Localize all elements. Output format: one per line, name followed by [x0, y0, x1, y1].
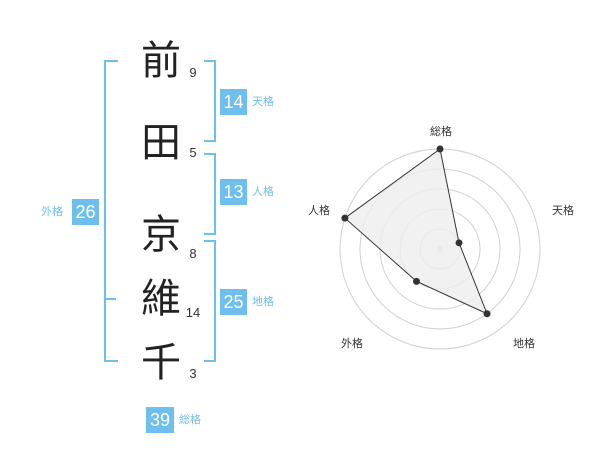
- name-char-3: 京: [141, 212, 181, 258]
- radar-label-chikaku: 地格: [513, 337, 535, 350]
- radar-point-1: [436, 145, 444, 153]
- gaikaku-value-badge: 26: [72, 199, 99, 225]
- radar-point-2: [455, 239, 463, 247]
- chikaku-bracket: [204, 240, 216, 362]
- radar-label-jinkaku: 人格: [308, 204, 330, 217]
- gaikaku-bracket: [104, 60, 118, 362]
- radar-score-polygon: [344, 148, 488, 315]
- stroke-count-4: 14: [185, 305, 201, 320]
- stroke-count-3: 8: [189, 246, 197, 261]
- tenkaku-label: 天格: [252, 95, 274, 108]
- name-char-4: 維: [141, 276, 181, 322]
- jinkaku-label: 人格: [252, 185, 274, 198]
- stroke-count-5: 3: [189, 366, 197, 381]
- tenkaku-value-badge: 14: [220, 89, 247, 115]
- radar-label-gaikaku: 外格: [341, 337, 363, 350]
- name-char-1: 前: [141, 38, 181, 84]
- radar-label-soukaku: 総格: [430, 125, 452, 138]
- chikaku-value-badge: 25: [220, 289, 247, 315]
- radar-point-3: [483, 310, 491, 318]
- radar-label-tenkaku: 天格: [552, 204, 574, 217]
- name-char-2: 田: [141, 120, 181, 166]
- gaikaku-bracket-tick: [104, 298, 116, 300]
- radar-point-4: [412, 277, 420, 285]
- stroke-count-2: 5: [189, 145, 197, 160]
- name-char-5: 千: [141, 340, 181, 386]
- gaikaku-label: 外格: [41, 205, 63, 218]
- tenkaku-bracket: [204, 60, 216, 142]
- soukaku-label: 総格: [179, 413, 201, 426]
- stroke-count-1: 9: [189, 65, 197, 80]
- chikaku-label: 地格: [252, 295, 274, 308]
- jinkaku-bracket: [204, 153, 216, 235]
- radar-point-5: [341, 214, 349, 222]
- jinkaku-value-badge: 13: [220, 179, 247, 205]
- soukaku-value-badge: 39: [146, 407, 174, 433]
